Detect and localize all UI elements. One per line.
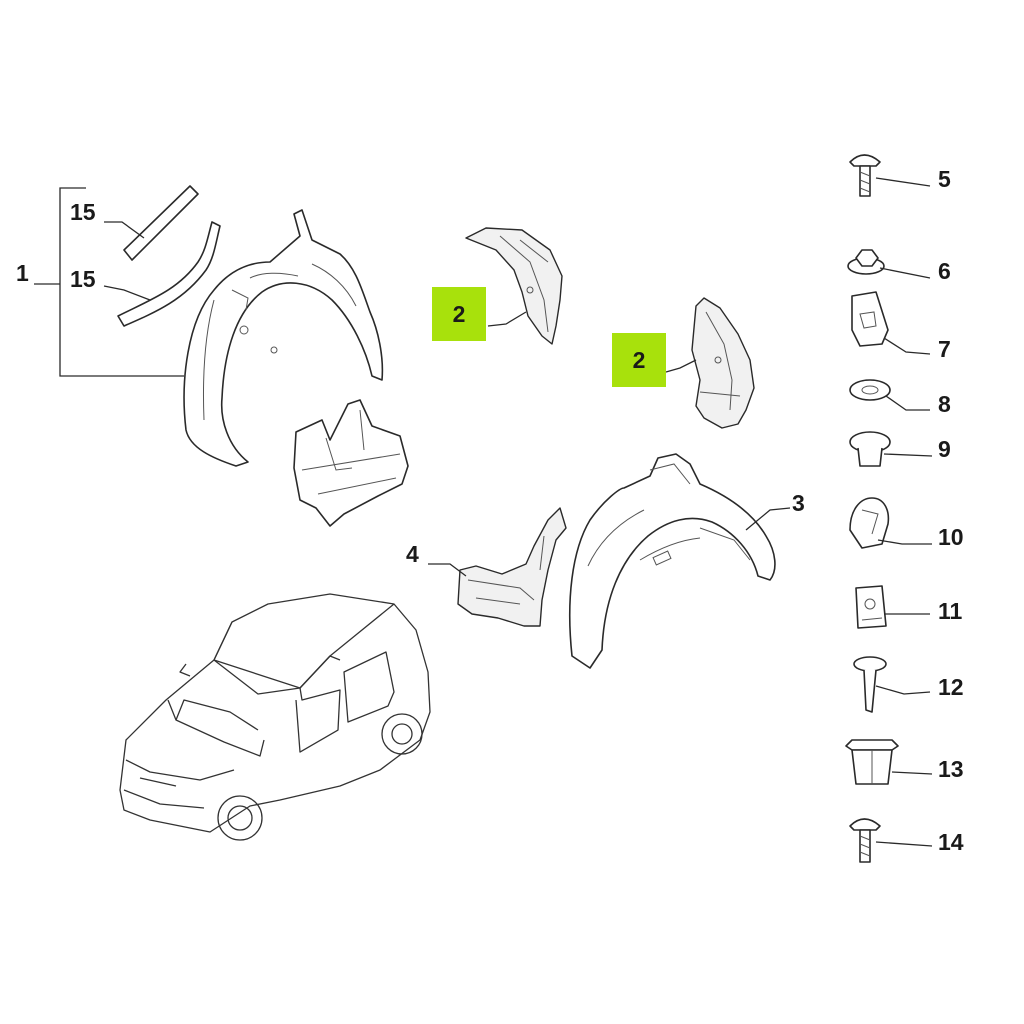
callout-9: 9 <box>938 436 951 462</box>
leader-13 <box>891 771 933 775</box>
leader-2a <box>487 311 527 327</box>
leader-12 <box>875 685 931 695</box>
callout-3: 3 <box>792 490 805 516</box>
callout-15-lower: 15 <box>70 266 96 292</box>
seal-strip-upper <box>123 185 199 261</box>
leader-7 <box>883 337 931 355</box>
front-wheel-liner <box>183 209 384 467</box>
callout-8: 8 <box>938 391 951 417</box>
rear-wheel-liner <box>568 453 776 669</box>
leader-14 <box>875 841 933 847</box>
fastener-9-plug <box>849 431 891 467</box>
callout-15-upper: 15 <box>70 199 96 225</box>
leader-6 <box>879 267 931 279</box>
callout-13: 13 <box>938 756 964 782</box>
leader-4 <box>428 563 467 577</box>
vehicle-illustration <box>119 593 431 841</box>
leader-2b <box>665 359 697 373</box>
fastener-8-washer <box>849 379 891 401</box>
callout-2-side-highlight: 2 <box>612 333 666 387</box>
callout-2-upper-highlight: 2 <box>432 287 486 341</box>
fastener-7-clip <box>851 291 889 347</box>
callout-5: 5 <box>938 166 951 192</box>
leader-9 <box>883 453 933 457</box>
callout-6: 6 <box>938 258 951 284</box>
callout-11: 11 <box>938 598 963 624</box>
seal-strip-lower <box>117 221 221 327</box>
leader-3 <box>745 507 791 531</box>
fastener-5-screw <box>849 154 881 197</box>
callout-4: 4 <box>406 541 419 567</box>
rear-liner-upper-piece <box>465 227 563 345</box>
callout-10: 10 <box>938 524 964 550</box>
callout-14: 14 <box>938 829 964 855</box>
fastener-6-nut <box>847 249 885 275</box>
group-bracket <box>59 187 184 377</box>
leader-15b <box>103 285 151 301</box>
rear-splash-bracket <box>457 507 567 627</box>
callout-1: 1 <box>16 260 29 286</box>
callout-12: 12 <box>938 674 964 700</box>
fastener-13-nut-insert <box>845 739 899 785</box>
leader-5 <box>875 177 931 187</box>
fastener-11-clip-nut <box>855 585 887 629</box>
underbody-shield <box>293 399 409 527</box>
fastener-12-rivet <box>853 656 887 713</box>
fastener-14-screw <box>849 818 881 863</box>
rear-liner-side-piece <box>691 297 755 429</box>
leader-15a <box>104 221 145 239</box>
fastener-10-clip <box>849 497 890 549</box>
callout-7: 7 <box>938 336 951 362</box>
leader-10 <box>877 539 932 545</box>
leader-8 <box>885 395 930 411</box>
